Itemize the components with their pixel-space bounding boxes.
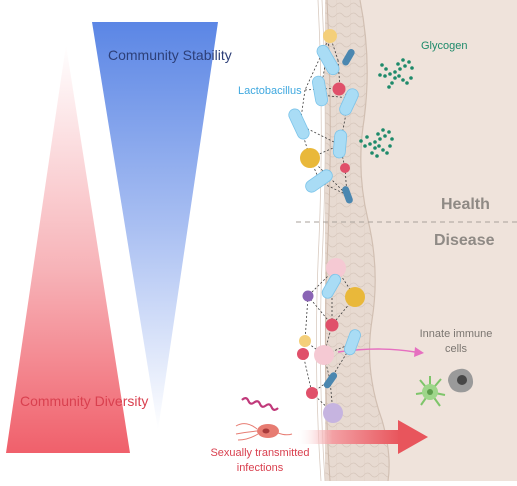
sti-arrow bbox=[296, 420, 428, 454]
immune-cell-grey bbox=[448, 368, 474, 393]
epithelium-layer bbox=[325, 0, 390, 481]
disease-microbes bbox=[297, 258, 365, 423]
lactobacillus-rod bbox=[339, 88, 359, 116]
community-stability-label: Community Stability bbox=[108, 47, 232, 63]
glycogen-cluster bbox=[378, 58, 414, 89]
microbe-rod-dark bbox=[323, 372, 338, 389]
microbe-yellow bbox=[323, 29, 337, 43]
microbe-gold bbox=[300, 148, 320, 168]
microbe-red bbox=[332, 82, 346, 96]
lactobacillus-rod bbox=[316, 44, 340, 76]
health-microbes bbox=[288, 29, 359, 204]
lactobacillus-rod bbox=[321, 273, 342, 299]
community-diversity-label: Community Diversity bbox=[20, 393, 149, 409]
disease-label: Disease bbox=[434, 232, 495, 249]
health-label: Health bbox=[441, 196, 490, 213]
diversity-triangle bbox=[6, 45, 130, 453]
microbe-yellow bbox=[299, 335, 311, 347]
epithelium-surface bbox=[324, 0, 331, 482]
sti-label: Sexually transmitted infections bbox=[210, 447, 310, 474]
microbe-rod-dark bbox=[342, 186, 353, 204]
innate-immune-cells-label: Innate immune cells bbox=[419, 328, 493, 355]
trichomonas bbox=[235, 423, 293, 441]
immune-cell-green bbox=[415, 376, 446, 407]
lactobacillus-rod bbox=[344, 329, 361, 356]
microbe-red bbox=[297, 348, 309, 360]
microbe-rod-dark bbox=[342, 48, 355, 66]
microbe-red bbox=[325, 318, 339, 332]
lactobacillus-label: Lactobacillus bbox=[238, 85, 302, 97]
tissue bbox=[316, 0, 517, 482]
basement-membrane bbox=[359, 0, 390, 482]
microbe-pink bbox=[326, 258, 346, 278]
microbe-pink bbox=[314, 345, 334, 365]
microbe-red bbox=[306, 387, 318, 399]
glycogen-cluster bbox=[359, 128, 394, 158]
lactobacillus-rod bbox=[312, 75, 328, 107]
microbe-purple bbox=[302, 290, 314, 302]
microbe-lavender bbox=[323, 403, 343, 423]
microbe-red bbox=[340, 163, 350, 173]
lactobacillus-rod bbox=[288, 108, 310, 140]
lactobacillus-rod bbox=[305, 169, 333, 193]
glycogen-label: Glycogen bbox=[421, 40, 468, 52]
spirochete bbox=[241, 397, 279, 411]
microbe-gold bbox=[345, 287, 365, 307]
stability-triangle bbox=[92, 22, 218, 430]
lactobacillus-rod bbox=[332, 129, 348, 159]
